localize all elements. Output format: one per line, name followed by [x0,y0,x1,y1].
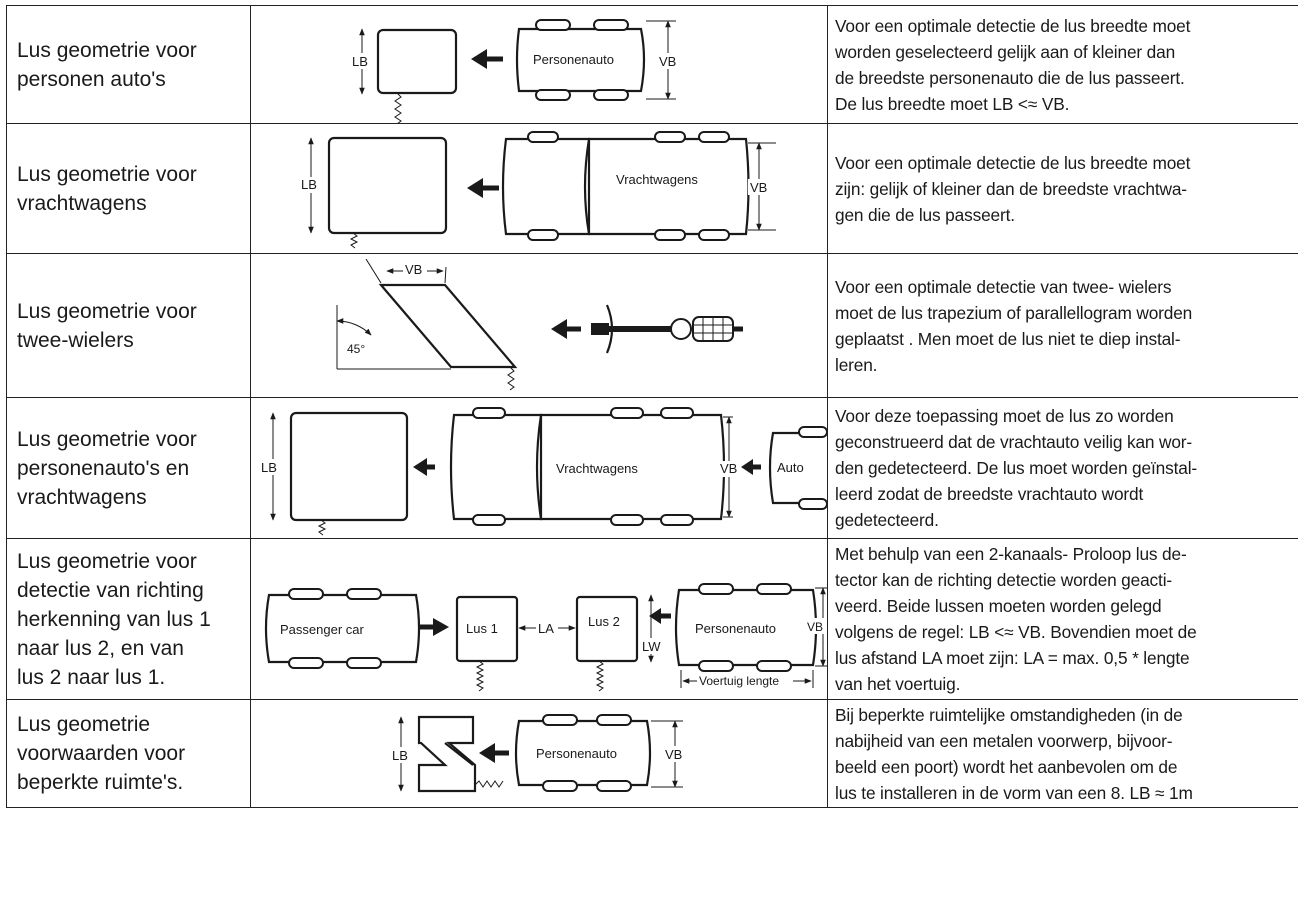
row-title: Lus geometrie voor personen auto's [17,38,197,91]
table-row-cars-and-trucks: Lus geometrie voor personenauto's en vra… [6,397,1298,539]
row-title-cell: Lus geometrie voor vrachtwagens [6,123,251,254]
lus2-label: Lus 2 [588,614,620,629]
loop-geometry-table: Lus geometrie voor personen auto's LB Pe… [6,5,1298,808]
passenger-car-loop-diagram: LB Personenauto VB [351,18,679,123]
table-row-two-wheelers: Lus geometrie voor twee-wielers VB 45° [6,253,1298,398]
row-description-cell: Voor deze toepassing moet de lus zo word… [827,397,1298,539]
table-row-passenger-cars: Lus geometrie voor personen auto's LB Pe… [6,5,1298,124]
lb-label: LB [301,177,317,192]
row-description-cell: Bij beperkte ruimtelijke omstandigheden … [827,699,1298,808]
row-title: Lus geometrie voor twee-wielers [17,299,197,352]
figure-eight-loop-diagram: LB Personenauto VB [391,713,687,792]
truck-loop-diagram: LB Vrachtwagens VB [299,130,776,248]
row-title-cell: Lus geometrie voor personen auto's [6,5,251,124]
row-title-cell: Lus geometrie voorwaarden voor beperkte … [6,699,251,808]
diagram-cell: LB Personenauto VB [250,699,828,808]
passenger-car-label: Passenger car [280,622,364,637]
la-label: LA [538,621,554,636]
diagram-cell: LB Vrachtwagens VB [250,397,828,539]
row-title: Lus geometrie voorwaarden voor beperkte … [17,713,186,794]
vb-label: VB [750,180,767,195]
lw-label: LW [642,639,661,654]
row-description: Voor een optimale detectie de lus breedt… [835,15,1191,114]
vehicle-length-label: Voertuig lengte [699,674,779,688]
vehicle-label: Personenauto [533,52,614,67]
vb-label: VB [665,747,682,762]
table-row-direction-detection: Lus geometrie voor detectie van richting… [6,538,1298,700]
vehicle-label: Vrachtwagens [616,172,698,187]
table-row-limited-space: Lus geometrie voorwaarden voor beperkte … [6,699,1298,808]
vb-label: VB [720,461,737,476]
vb-label: VB [807,620,823,634]
row-description-cell: Voor een optimale detectie de lus breedt… [827,123,1298,254]
row-description: Bij beperkte ruimtelijke omstandigheden … [835,704,1193,803]
diagram-cell: VB 45° [250,253,828,398]
vehicle-label: Personenauto [695,621,776,636]
row-title: Lus geometrie voor personenauto's en vra… [17,427,197,509]
row-description-cell: Voor een optimale detectie de lus breedt… [827,5,1298,124]
lb-label: LB [261,460,277,475]
row-description-cell: Met behulp van een 2-kanaals- Proloop lu… [827,538,1298,700]
lb-label: LB [392,748,408,763]
lus1-label: Lus 1 [466,621,498,636]
diagram-cell: LB Personenauto VB [250,5,828,124]
two-wheeler-loop-diagram: VB 45° [336,258,743,390]
row-description: Met behulp van een 2-kanaals- Proloop lu… [835,544,1197,694]
angle-label: 45° [347,342,365,356]
vb-label: VB [659,54,676,69]
row-description: Voor een optimale detectie de lus breedt… [835,152,1191,225]
vehicle-label: Personenauto [536,746,617,761]
direction-detection-loop-diagram: Passenger car Lus 1 LA Lus 2 LW [264,582,827,691]
table-row-trucks: Lus geometrie voor vrachtwagens LB Vrach… [6,123,1298,254]
row-description: Voor een optimale detectie van twee- wie… [835,276,1193,375]
vb-label: VB [405,262,422,277]
diagram-cell: LB Vrachtwagens VB [250,123,828,254]
truck-label: Vrachtwagens [556,461,638,476]
lb-label: LB [352,54,368,69]
row-description: Voor deze toepassing moet de lus zo word… [835,406,1197,530]
car-and-truck-loop-diagram: LB Vrachtwagens VB [259,406,827,535]
diagram-cell: Passenger car Lus 1 LA Lus 2 LW [250,538,828,700]
row-title-cell: Lus geometrie voor twee-wielers [6,253,251,398]
row-title-cell: Lus geometrie voor detectie van richting… [6,538,251,700]
row-title-cell: Lus geometrie voor personenauto's en vra… [6,397,251,539]
row-title: Lus geometrie voor vrachtwagens [17,162,197,215]
row-description-cell: Voor een optimale detectie van twee- wie… [827,253,1298,398]
row-title: Lus geometrie voor detectie van richting… [17,549,211,689]
car-label: Auto [777,460,804,475]
